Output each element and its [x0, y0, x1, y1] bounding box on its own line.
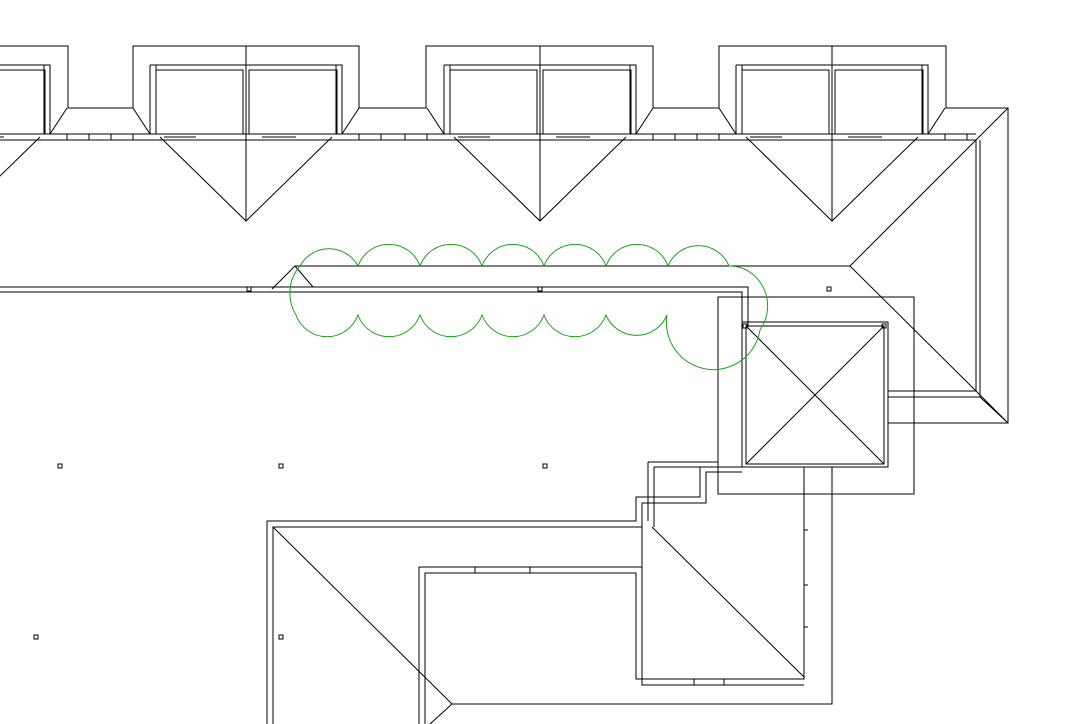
roof-outline: [0, 45, 1009, 424]
tower-roof: [717, 296, 915, 495]
marker: [57, 463, 63, 469]
marker: [278, 463, 284, 469]
dormers: [0, 46, 968, 222]
marker: [826, 286, 832, 292]
dormer-window: [155, 69, 244, 135]
dormer-window: [834, 69, 924, 135]
lower-wing-roof: [266, 461, 833, 724]
marker: [542, 463, 548, 469]
revision-cloud[interactable]: [289, 243, 769, 371]
eave-ticks: [110, 134, 382, 140]
marker: [33, 634, 39, 640]
eave-ticks: [0, 134, 90, 140]
eave-ticks: [404, 134, 676, 140]
dormer: [404, 46, 676, 222]
dormer-window: [0, 69, 46, 135]
dormer-window: [449, 69, 538, 135]
survey-markers: [33, 286, 832, 640]
marker: [537, 286, 543, 292]
dormer: [0, 64, 90, 177]
dormer-frame: [0, 64, 68, 177]
dormer: [696, 46, 968, 222]
dormer-window: [248, 69, 338, 135]
eave-ticks: [696, 134, 968, 140]
marker: [246, 286, 252, 292]
dormer-window: [542, 69, 632, 135]
dormer-window: [741, 69, 830, 135]
dormer: [110, 46, 382, 222]
marker: [278, 634, 284, 640]
